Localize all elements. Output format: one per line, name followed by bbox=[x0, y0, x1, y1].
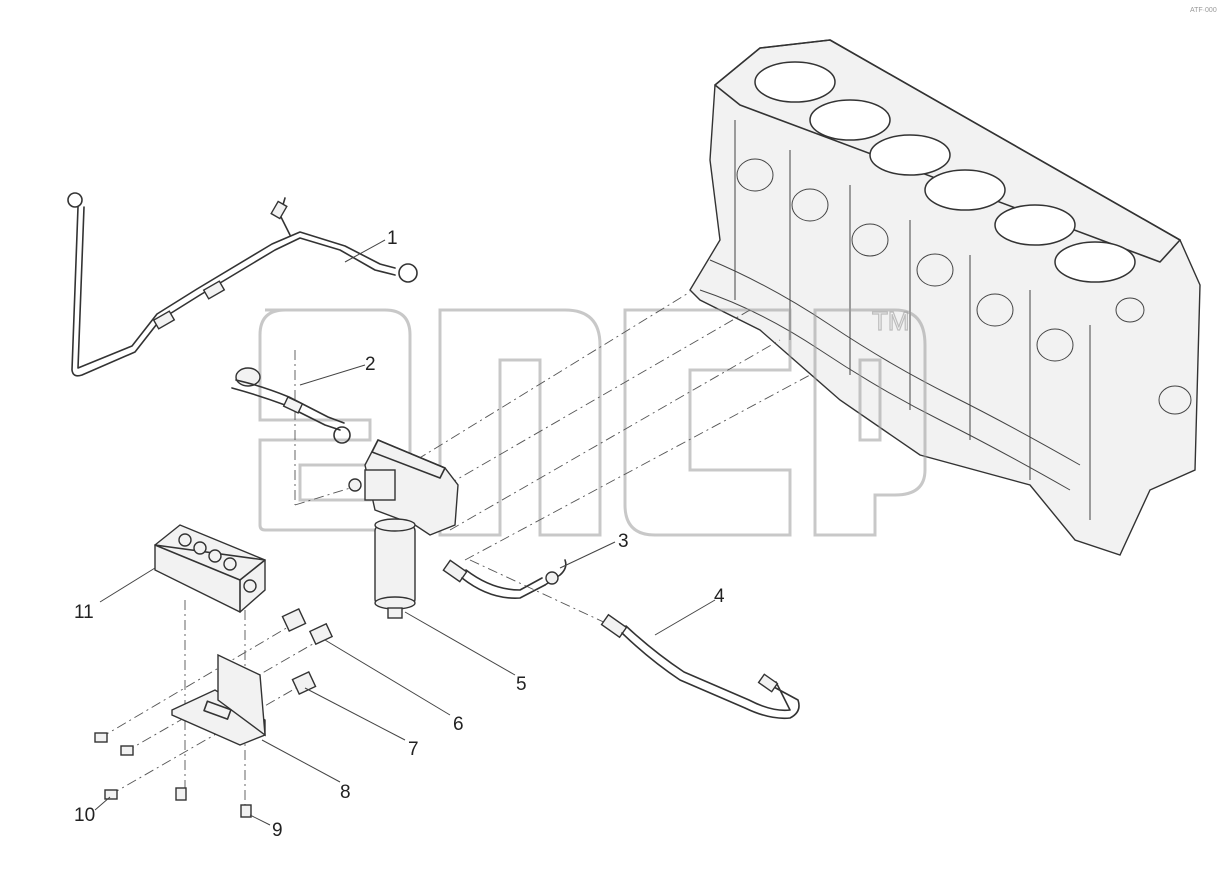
callout-8: 8 bbox=[340, 782, 351, 803]
callout-1: 1 bbox=[387, 228, 398, 249]
callout-10: 10 bbox=[74, 805, 95, 826]
callout-3: 3 bbox=[618, 531, 629, 552]
callout-5: 5 bbox=[516, 674, 527, 695]
callout-2: 2 bbox=[365, 354, 376, 375]
callout-9: 9 bbox=[272, 820, 283, 841]
corner-code: ATF·000 bbox=[1190, 7, 1217, 14]
part-3-hose bbox=[442, 559, 567, 599]
part-9-bolt bbox=[175, 787, 252, 818]
callout-numbers: 1 2 3 4 5 6 7 8 9 10 11 bbox=[74, 228, 725, 841]
part-6-fitting bbox=[281, 608, 334, 646]
callout-7: 7 bbox=[408, 739, 419, 760]
part-5-filter-housing bbox=[348, 439, 459, 619]
callout-4: 4 bbox=[714, 586, 725, 607]
part-4-hose bbox=[600, 613, 800, 720]
part-11-manifold-block bbox=[154, 524, 266, 613]
watermark-tm: TM bbox=[872, 306, 910, 336]
part-8-bracket bbox=[171, 653, 266, 746]
part-7-fitting bbox=[291, 671, 317, 695]
leader-lines bbox=[94, 239, 716, 826]
callout-11: 11 bbox=[74, 602, 94, 623]
part-2-hose bbox=[231, 367, 351, 444]
callout-6: 6 bbox=[453, 714, 464, 735]
part-10-bolt bbox=[94, 732, 134, 800]
part-1-fuel-pipe bbox=[67, 192, 418, 377]
engine-block bbox=[689, 39, 1201, 556]
